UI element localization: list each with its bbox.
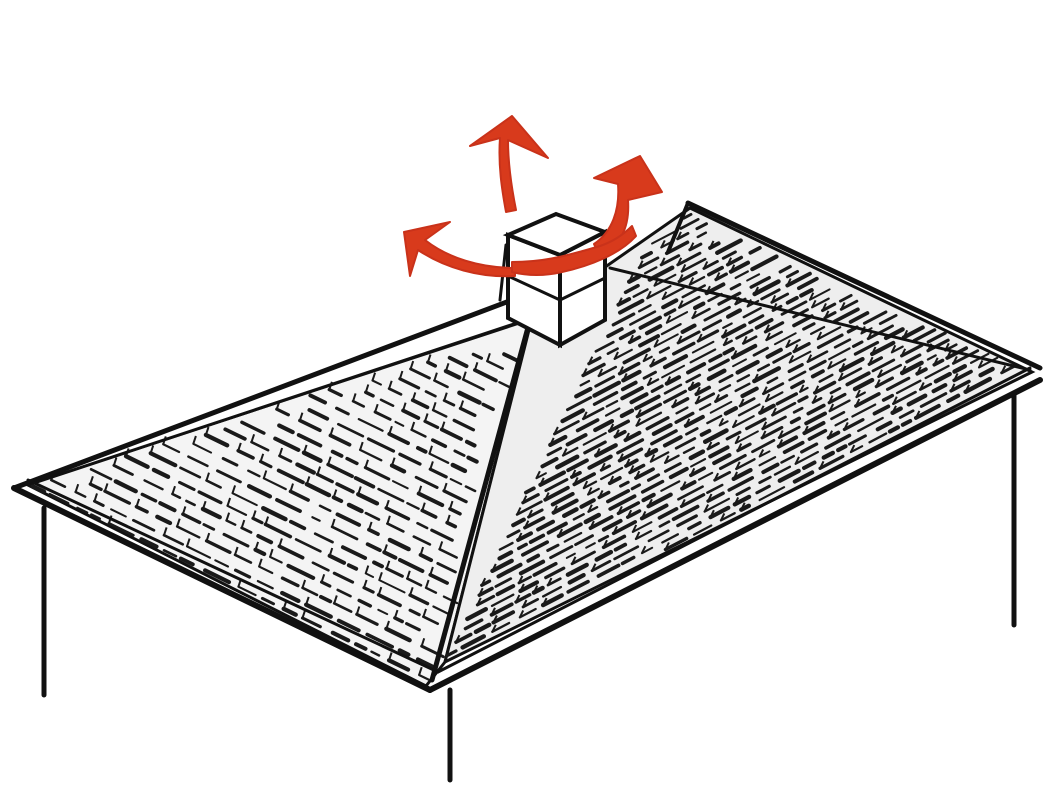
airflow-arrow-up [470,116,548,212]
airflow-arrow-left [404,222,515,276]
